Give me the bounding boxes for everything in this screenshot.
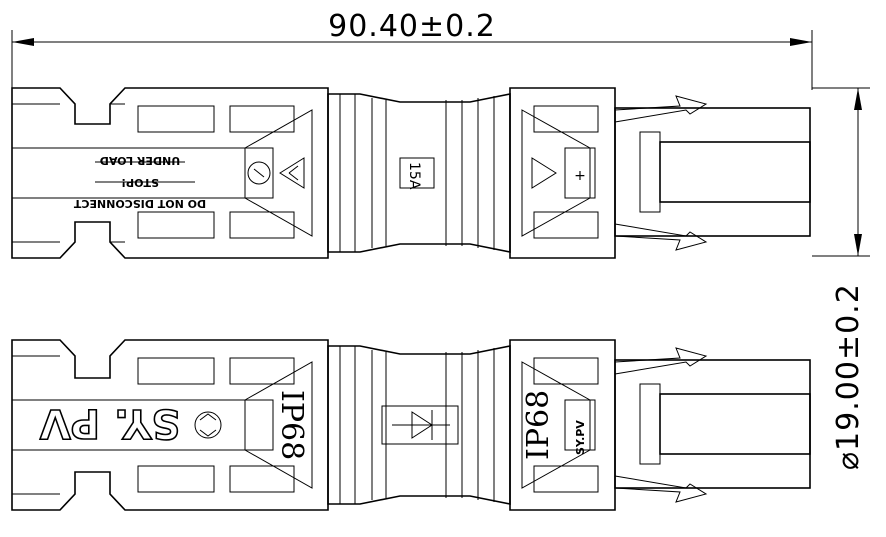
brand-logo-icon [194, 411, 222, 439]
unlock-screw-icon [247, 161, 271, 185]
brand-small: SY.PV [574, 420, 587, 455]
ip-rating-left: IP68 [274, 390, 309, 460]
warning-do-not-disconnect: DO NOT DISCONNECT [73, 197, 206, 210]
polarity-plus: + [574, 168, 586, 184]
warning-triangle-icon [279, 157, 305, 189]
brand-logo-text: SY. PV [40, 400, 181, 446]
current-rating: 15A [406, 162, 422, 190]
length-label: 90.40±0.2 [328, 9, 496, 44]
ip-rating-right: IP68 [521, 390, 556, 460]
diameter-label: ⌀19.00±0.2 [831, 283, 866, 470]
bottom-view-connector: SY. PV IP68 IP68 SY.PV [11, 339, 811, 511]
diode-symbol-icon [381, 405, 459, 445]
warning-under-load: UNDER LOAD [100, 154, 180, 167]
top-view-connector: UNDER LOAD STOP! DO NOT DISCONNECT 15A + [11, 87, 811, 259]
diameter-dimension: ⌀19.00±0.2 [812, 87, 870, 470]
length-dimension: 90.40±0.2 [11, 9, 813, 90]
